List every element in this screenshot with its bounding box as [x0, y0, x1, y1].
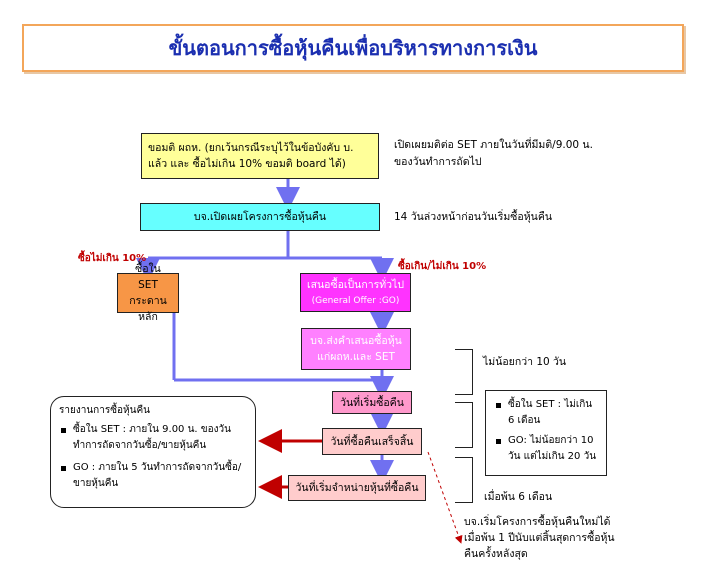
box-tender-offer: เสนอซื้อเป็นการทั่วไป (General Offer :GO… — [300, 273, 411, 312]
label-over-under-10: ซื้อเกิน/ไม่เกิน 10% — [398, 261, 487, 272]
panel-heading: รายงานการซื้อหุ้นคืน — [59, 405, 150, 416]
box-buy-in-set: ซื้อใน SET กระดานหลัก — [117, 263, 179, 323]
page-title: ขั้นตอนการซื้อหุ้นคืนเพื่อบริหารทางการเง… — [168, 36, 538, 60]
panel-buyback-report: รายงานการซื้อหุ้นคืน ซื้อใน SET : ภายใน … — [50, 396, 256, 508]
list-item: ซื้อใน SET : ภายใน 9.00 น. ของวันทำการถั… — [59, 422, 247, 454]
note-14-days: 14 วันล่วงหน้าก่อนวันเริ่มซื้อหุ้นคืน — [394, 211, 553, 223]
note-new-project: บจ.เริ่มโครงการซื้อหุ้นคืนใหม่ได้ เมื่อพ… — [464, 516, 615, 560]
box-send-offer: บจ.ส่งคำเสนอซื้อหุ้น แก่ผถห.และ SET — [301, 328, 411, 370]
note-disclose-timing: เปิดเผยมติต่อ SET ภายในวันที่มีมติ/9.00 … — [394, 139, 593, 168]
box-shareholder-resolution: ขอมติ ผถห. (ยกเว้นกรณีระบุไว้ในข้อบังคับ… — [141, 133, 379, 179]
brace-10-days — [455, 349, 473, 395]
brace-period — [455, 402, 473, 448]
list-item: GO : ภายใน 5 วันทำการถัดจากวันซื้อ/ขายหุ… — [59, 460, 247, 492]
panel-buyback-period: ซื้อใน SET : ไม่เกิน 6 เดือน GO: ไม่น้อย… — [485, 390, 607, 476]
box-buyback-complete: วันที่ซื้อคืนเสร็จสิ้น — [322, 428, 422, 455]
brace-6-months — [455, 457, 473, 503]
box-start-buyback: วันที่เริ่มซื้อคืน — [332, 391, 412, 414]
label-under-10: ซื้อไม่เกิน 10% — [78, 253, 147, 264]
list-item: ซื้อใน SET : ไม่เกิน 6 เดือน — [494, 397, 598, 429]
list-item: GO: ไม่น้อยกว่า 10 วัน แต่ไม่เกิน 20 วัน — [494, 433, 598, 465]
note-min-10-days: ไม่น้อยกว่า 10 วัน — [483, 356, 567, 368]
note-after-6-months: เมื่อพ้น 6 เดือน — [484, 491, 553, 503]
dashed-to-new-project — [427, 451, 463, 544]
box-disclose-project: บจ.เปิดเผยโครงการซื้อหุ้นคืน — [140, 203, 380, 231]
title-box: ขั้นตอนการซื้อหุ้นคืนเพื่อบริหารทางการเง… — [22, 24, 684, 72]
box-start-selling: วันที่เริ่มจำหน่ายหุ้นที่ซื้อคืน — [288, 475, 426, 501]
